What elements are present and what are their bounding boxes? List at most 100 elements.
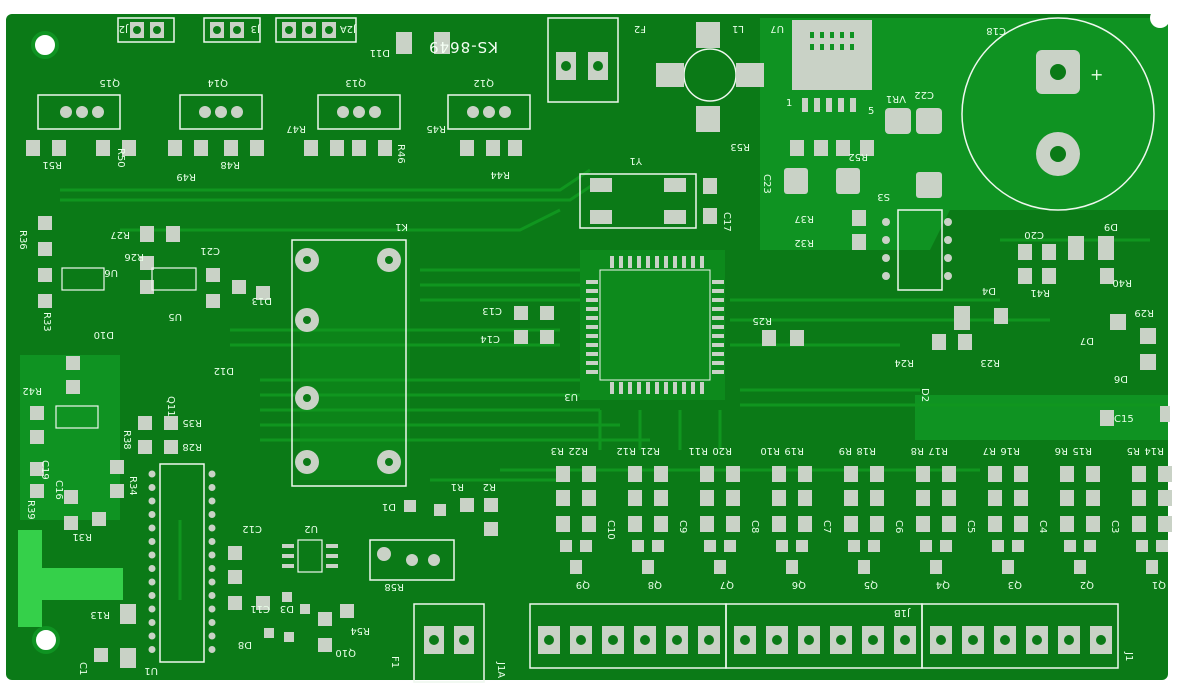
mcu-pin	[586, 280, 598, 284]
ic-u2	[282, 539, 338, 573]
dip-pin	[208, 484, 216, 491]
mcu-pin	[712, 361, 724, 365]
channel-pad	[868, 540, 880, 552]
label-u5: U5	[168, 311, 182, 322]
label-q5: Q5	[864, 579, 878, 590]
smd-pads-top-row	[26, 32, 522, 156]
channel-pad	[772, 516, 786, 532]
channel-pad	[628, 466, 642, 482]
channel-pad	[942, 466, 956, 482]
mcu-pin	[586, 325, 598, 329]
channel-pad	[796, 540, 808, 552]
label-q10: Q10	[335, 647, 356, 658]
channel-pad	[870, 466, 884, 482]
channel-pad	[700, 466, 714, 482]
channel-pad	[654, 490, 668, 506]
mcu-pin	[610, 256, 614, 268]
mcu-pin	[691, 382, 695, 394]
label-c11: C11	[250, 603, 270, 614]
label-c7: C7	[821, 520, 832, 533]
channel-pad	[556, 516, 570, 532]
channel-pad	[1132, 516, 1146, 532]
mcu-pin	[664, 256, 668, 268]
channel-pad	[916, 516, 930, 532]
channel-pad	[798, 466, 812, 482]
mcu-u3	[514, 256, 724, 394]
dip-pin	[208, 551, 216, 559]
mcu-pin	[673, 382, 677, 394]
label-r47: R47	[286, 123, 306, 134]
label-c16: C16	[53, 480, 64, 500]
channel-pad	[726, 466, 740, 482]
channel-pad	[916, 466, 930, 482]
channel-pad	[1012, 540, 1024, 552]
channel-pad	[642, 560, 654, 574]
dip-pin	[148, 578, 156, 586]
label-r11: R11	[688, 445, 708, 456]
label-r14: R14	[1144, 445, 1164, 456]
label-d6: D6	[1114, 373, 1128, 384]
channel-pad	[556, 490, 570, 506]
channel-pad	[700, 490, 714, 506]
mounting-hole-top-left	[31, 31, 59, 59]
label-r25: R25	[752, 315, 772, 326]
terminal-hole	[1064, 635, 1074, 645]
label-q13: Q13	[345, 77, 366, 88]
dip-pin	[208, 578, 216, 586]
terminal-hole	[576, 635, 586, 645]
label-r8: R8	[911, 445, 924, 456]
channel-pad	[726, 490, 740, 506]
terminal-hole	[1032, 635, 1042, 645]
label-k1: K1	[395, 221, 408, 232]
channel-pad	[798, 490, 812, 506]
channel-pad	[1158, 490, 1172, 506]
channel-pad	[726, 516, 740, 532]
label-c20: C20	[1024, 229, 1044, 240]
ic-u1	[148, 463, 216, 663]
mcu-pin	[712, 343, 724, 347]
channel-pad	[1060, 490, 1074, 506]
label-q8: Q8	[648, 579, 662, 590]
channel-pad	[1060, 516, 1074, 532]
terminal-hole	[900, 635, 910, 645]
channel-pad	[1060, 466, 1074, 482]
label-q12: Q12	[473, 77, 494, 88]
capacitor-c18	[961, 17, 1155, 211]
label-r17: R17	[928, 445, 948, 456]
label-j1b: J1B	[894, 607, 911, 618]
channel-pad	[1136, 540, 1148, 552]
label-r29: R29	[1134, 307, 1154, 318]
terminal-strip-j1	[921, 603, 1119, 669]
mcu-pin	[586, 316, 598, 320]
label-pin1: 1	[786, 98, 792, 109]
label-c6: C6	[893, 520, 904, 533]
label-c12: C12	[242, 523, 262, 534]
terminal-hole	[608, 635, 618, 645]
label-r38: R38	[121, 430, 132, 450]
label-d13: D13	[252, 295, 272, 306]
header-j3	[203, 17, 261, 43]
channel-pad	[556, 466, 570, 482]
label-r37: R37	[794, 213, 814, 224]
label-r52: R52	[848, 151, 868, 162]
transistor-q15	[37, 94, 121, 130]
channel-pad	[1132, 466, 1146, 482]
channel-pad	[772, 490, 786, 506]
channel-pad	[714, 560, 726, 574]
mcu-pin	[712, 325, 724, 329]
label-r13: R13	[90, 609, 110, 620]
label-u3: U3	[564, 391, 578, 402]
label-c8: C8	[749, 520, 760, 533]
label-c23: C23	[761, 174, 772, 194]
channel-pad	[1158, 516, 1172, 532]
channel-pad	[1086, 466, 1100, 482]
label-j2a: J2A	[340, 23, 357, 34]
mcu-pin	[712, 298, 724, 302]
channel-pad	[930, 560, 942, 574]
mcu-pin	[619, 382, 623, 394]
channel-pad	[940, 540, 952, 552]
channel-pad	[628, 490, 642, 506]
label-q3: Q3	[1008, 579, 1022, 590]
channel-pad	[628, 516, 642, 532]
